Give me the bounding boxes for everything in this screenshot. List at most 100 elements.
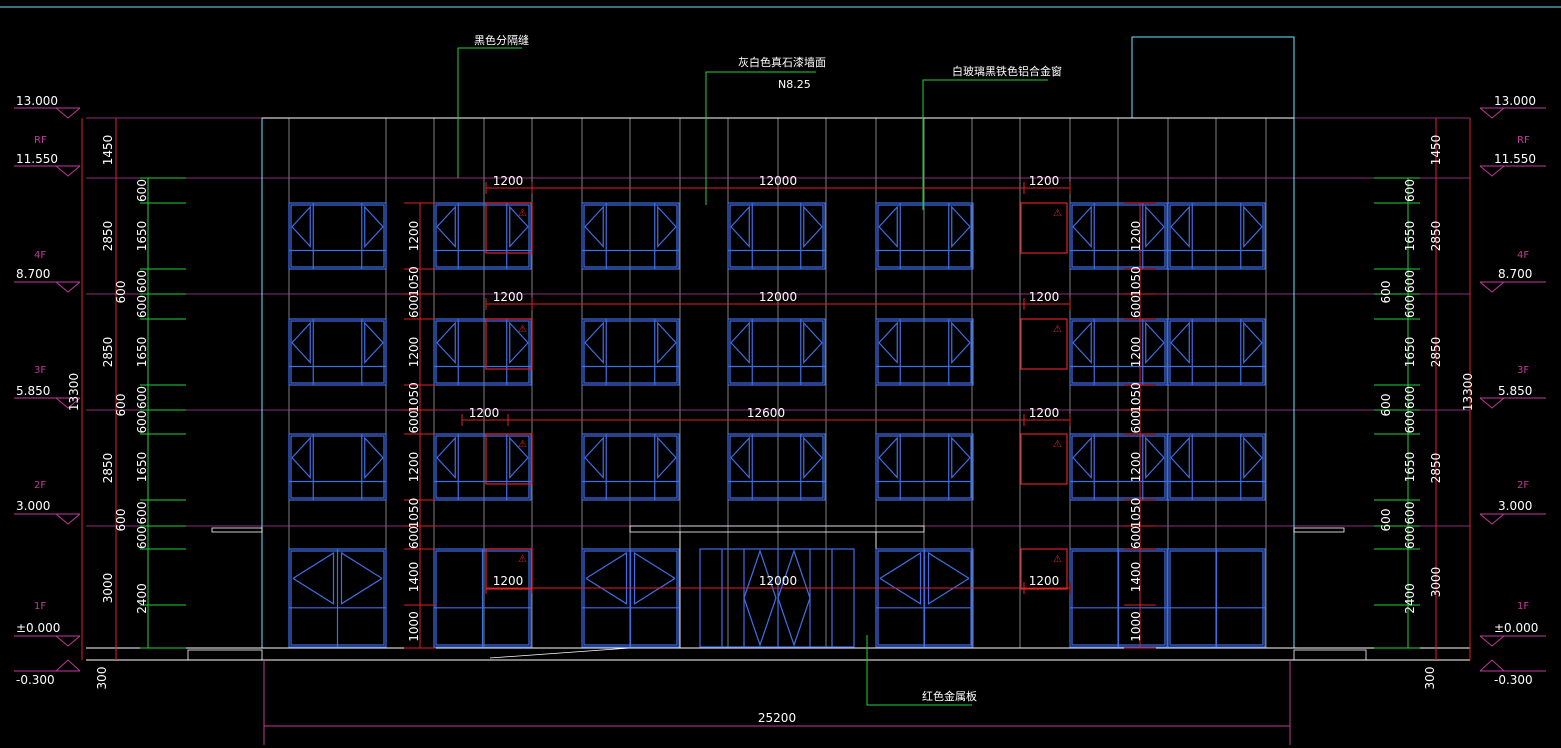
- casement-right: [509, 205, 529, 249]
- upper-window: [727, 318, 826, 386]
- casement-right: [364, 436, 384, 480]
- dim-label-window-right: 1400: [1129, 562, 1143, 593]
- upper-window: [581, 202, 680, 270]
- level-4f-left: 8.700: [16, 267, 50, 281]
- level-4f-label-right: 4F: [1517, 250, 1529, 261]
- window-frame: [1167, 202, 1266, 270]
- level-marker-2f: 2F 3.000: [14, 480, 81, 525]
- casement-right: [803, 436, 823, 480]
- upper-window: [1069, 202, 1168, 270]
- upper-window: [581, 433, 680, 501]
- window-frame-inner: [583, 435, 678, 499]
- upper-window: [875, 318, 974, 386]
- door-leaf-left: [743, 549, 777, 647]
- casement-left: [1170, 321, 1190, 365]
- upper-window: [433, 433, 532, 501]
- casement-left: [292, 551, 335, 605]
- dim-label-left-inner: 2400: [135, 583, 149, 614]
- dim-label-left-inner: 600: [135, 502, 149, 525]
- casement-left: [291, 321, 311, 365]
- window-frame-inner: [877, 320, 972, 384]
- dim-label-h-right: 1200: [1029, 290, 1060, 304]
- warning-icon: ⚠: [518, 554, 527, 565]
- dim-label-left-inner: 1650: [135, 452, 149, 483]
- step-left: [187, 649, 263, 661]
- ground-window: [433, 548, 532, 648]
- dim-side-600-3f-right: 600: [1379, 394, 1393, 417]
- casement-right: [340, 551, 383, 605]
- dim-label-left-inner: 600: [135, 386, 149, 409]
- window-frame: [433, 318, 532, 386]
- level-3f-label-right: 3F: [1517, 365, 1529, 376]
- upper-window: [1069, 433, 1168, 501]
- left-outer-dims: 1450 2850 2850 2850 3000 13300 300 600 6…: [67, 135, 128, 690]
- window-frame-inner: [435, 435, 530, 499]
- casement-left: [878, 321, 898, 365]
- level-1f-label-left: 1F: [34, 601, 46, 612]
- casement-right: [1145, 205, 1165, 249]
- dim-label-window-left: 600: [407, 526, 421, 549]
- casement-right: [509, 436, 529, 480]
- window-frame-inner: [1169, 435, 1264, 499]
- window-frame: [727, 433, 826, 501]
- dim-label-window-left: 600: [407, 411, 421, 434]
- dim-label-window-right: 1200: [1129, 221, 1143, 252]
- window-frame-inner: [290, 204, 385, 268]
- upper-window: [433, 202, 532, 270]
- dim-label-window-left: 1200: [407, 452, 421, 483]
- level-marker-ground-right: -0.300: [1479, 659, 1546, 687]
- red-panel: [1020, 202, 1068, 254]
- warning-icon: ⚠: [518, 439, 527, 450]
- ledge-right: [1293, 527, 1345, 533]
- level-rf-label-right: RF: [1517, 135, 1530, 146]
- dim-base-right: 300: [1423, 667, 1437, 690]
- level-marker-3f-right: 3F 5.850: [1479, 365, 1546, 409]
- dim-label-window-left: 1050: [407, 382, 421, 413]
- red-panel: [485, 202, 533, 254]
- casement-right: [657, 321, 677, 365]
- dim-label-window-right: 1050: [1129, 498, 1143, 529]
- red-panel: [1020, 318, 1068, 370]
- casement-right: [951, 205, 971, 249]
- dim-floor1-right: 3000: [1429, 567, 1443, 598]
- dim-label-window-left: 1000: [407, 611, 421, 642]
- ramp: [489, 647, 631, 659]
- dim-label-window-left: 1200: [407, 221, 421, 252]
- window-frame: [581, 318, 680, 386]
- window-frame: [1167, 433, 1266, 501]
- window-frame: [433, 433, 532, 501]
- level-3f-right: 5.850: [1498, 384, 1532, 398]
- red-metal-panels: ⚠⚠⚠⚠⚠⚠⚠⚠: [485, 202, 1068, 590]
- casement-right: [951, 436, 971, 480]
- casement-left: [585, 551, 628, 605]
- window-frame: [875, 202, 974, 270]
- warning-icon: ⚠: [518, 324, 527, 335]
- dim-label-left-inner: 1650: [135, 221, 149, 252]
- casement-left: [730, 321, 750, 365]
- casement-right: [1145, 436, 1165, 480]
- level-marker-2f-right: 2F 3.000: [1479, 480, 1546, 525]
- dim-label-right-inner: 1650: [1403, 221, 1417, 252]
- level-marker-roof-top-right: 13.000: [1479, 94, 1546, 119]
- level-1f-left: ±0.000: [16, 621, 60, 635]
- canopy: [629, 525, 925, 533]
- window-frame-inner: [1169, 204, 1264, 268]
- dim-label-window-right: 1050: [1129, 266, 1143, 297]
- level-roof-top-right: 13.000: [1494, 94, 1536, 108]
- dim-label-left-inner: 1650: [135, 337, 149, 368]
- dim-floor3-left: 2850: [101, 337, 115, 368]
- dim-label-right-inner: 600: [1403, 386, 1417, 409]
- casement-left: [730, 205, 750, 249]
- window-frame: [581, 433, 680, 501]
- level-marker-1f: 1F ±0.000: [14, 601, 81, 647]
- dim-label-h-left: 1200: [493, 174, 524, 188]
- level-marker-roof-top: 13.000: [14, 94, 81, 119]
- dim-label-left-inner: 600: [135, 179, 149, 202]
- annotation-stone-wall: 灰白色真石漆墙面 N8.25: [705, 55, 826, 205]
- dim-total-width: 25200: [758, 711, 796, 725]
- total-width-dim: 25200: [263, 660, 1291, 745]
- dim-floor4-left: 2850: [101, 221, 115, 252]
- window-set: [288, 202, 1266, 648]
- upper-window: [1167, 318, 1266, 386]
- red-panel: [485, 318, 533, 370]
